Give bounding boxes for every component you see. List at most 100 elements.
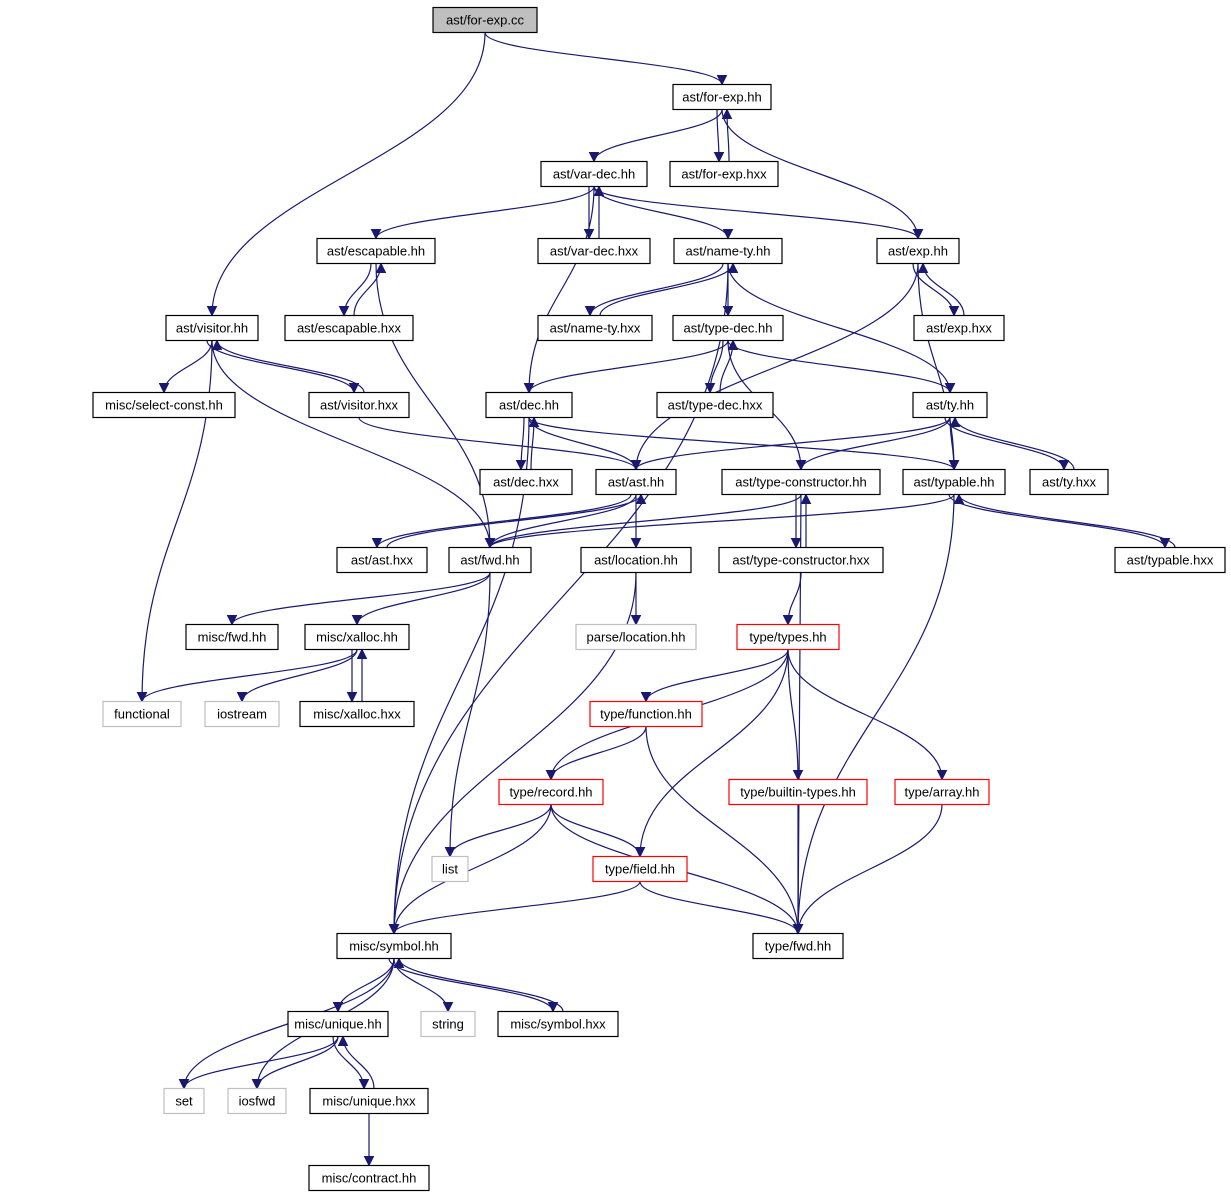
node-box bbox=[728, 778, 868, 806]
node-box bbox=[432, 6, 538, 34]
node-ast-exp-hh[interactable]: ast/exp.hh bbox=[876, 237, 960, 265]
node-misc-xalloc-hxx[interactable]: misc/xalloc.hxx bbox=[299, 700, 415, 728]
node-ast-visitor-hh[interactable]: ast/visitor.hh bbox=[165, 314, 259, 342]
node-ast-type-dec-hh[interactable]: ast/type-dec.hh bbox=[672, 314, 784, 342]
edge-ast-for-exp-cc-to-ast-visitor-hh bbox=[211, 32, 486, 316]
node-ast-ast-hh[interactable]: ast/ast.hh bbox=[595, 468, 677, 496]
node-ast-name-ty-hh[interactable]: ast/name-ty.hh bbox=[673, 237, 783, 265]
nodes-layer: ast/for-exp.cc ast/for-exp.hh ast/var-dec.… bbox=[92, 6, 1226, 1192]
node-box bbox=[185, 623, 279, 651]
node-ast-var-dec-hxx[interactable]: ast/var-dec.hxx bbox=[537, 237, 651, 265]
edge-misc-xalloc-hh-to-iostream bbox=[241, 649, 358, 702]
node-type-record-hh[interactable]: type/record.hh bbox=[498, 778, 604, 806]
node-label: misc/unique.hh bbox=[294, 1017, 381, 1032]
edge-ast-typable-hh-to-ast-fwd-hh bbox=[489, 493, 955, 549]
node-ast-escapable-hh[interactable]: ast/escapable.hh bbox=[316, 237, 436, 265]
node-ast-visitor-hxx[interactable]: ast/visitor.hxx bbox=[308, 391, 410, 419]
node-iosfwd[interactable]: iosfwd bbox=[227, 1087, 287, 1115]
node-label: misc/select-const.hh bbox=[105, 398, 223, 413]
edge-arrowhead bbox=[388, 924, 400, 935]
node-label: ast/ty.hxx bbox=[1042, 475, 1096, 490]
edge-ast-var-dec-hh-to-ast-dec-hh bbox=[528, 186, 595, 393]
node-type-function-hh[interactable]: type/function.hh bbox=[589, 700, 703, 728]
node-functional[interactable]: functional bbox=[102, 700, 182, 728]
edge-ast-escapable-hh-to-ast-fwd-hh bbox=[375, 263, 491, 548]
node-label: type/function.hh bbox=[600, 707, 692, 722]
node-type-field-hh[interactable]: type/field.hh bbox=[592, 855, 688, 883]
edge-arrowhead bbox=[348, 383, 360, 394]
node-label: type/types.hh bbox=[749, 630, 826, 645]
node-box bbox=[669, 160, 779, 188]
node-string[interactable]: string bbox=[420, 1010, 476, 1038]
node-ast-for-exp-hh[interactable]: ast/for-exp.hh bbox=[672, 83, 772, 111]
node-ast-exp-hxx[interactable]: ast/exp.hxx bbox=[913, 314, 1005, 342]
node-box bbox=[913, 314, 1005, 342]
node-type-types-hh[interactable]: type/types.hh bbox=[736, 623, 840, 651]
node-ast-ast-hxx[interactable]: ast/ast.hxx bbox=[336, 546, 428, 574]
node-box bbox=[1029, 468, 1109, 496]
node-ast-typable-hxx[interactable]: ast/typable.hxx bbox=[1114, 546, 1226, 574]
edge-arrowhead bbox=[953, 493, 965, 504]
node-ast-dec-hh[interactable]: ast/dec.hh bbox=[485, 391, 573, 419]
node-type-array-hh[interactable]: type/array.hh bbox=[894, 778, 990, 806]
node-label: ast/ast.hh bbox=[608, 475, 664, 490]
edge-arrowhead bbox=[528, 416, 540, 427]
edge-type-function-hh-to-type-record-hh bbox=[550, 726, 647, 780]
node-label: ast/ty.hh bbox=[926, 398, 974, 413]
node-ast-dec-hxx[interactable]: ast/dec.hxx bbox=[479, 468, 573, 496]
node-misc-unique-hh[interactable]: misc/unique.hh bbox=[287, 1010, 389, 1038]
node-ast-type-constructor-hh[interactable]: ast/type-constructor.hh bbox=[721, 468, 881, 496]
node-label: misc/xalloc.hh bbox=[316, 630, 398, 645]
node-misc-symbol-hh[interactable]: misc/symbol.hh bbox=[336, 932, 452, 960]
node-ast-for-exp-cc[interactable]: ast/for-exp.cc bbox=[432, 6, 538, 34]
node-type-builtin-types-hh[interactable]: type/builtin-types.hh bbox=[728, 778, 868, 806]
edge-arrowhead bbox=[523, 383, 535, 394]
node-misc-select-const-hh[interactable]: misc/select-const.hh bbox=[92, 391, 236, 419]
edge-misc-symbol-hh-to-misc-symbol-hxx bbox=[388, 958, 554, 1012]
node-ast-typable-hh[interactable]: ast/typable.hh bbox=[902, 468, 1006, 496]
node-box bbox=[308, 391, 410, 419]
edge-arrowhead bbox=[484, 538, 496, 549]
edge-ast-var-dec-hh-to-ast-name-ty-hh bbox=[593, 186, 729, 239]
node-ast-location-hh[interactable]: ast/location.hh bbox=[580, 546, 692, 574]
node-list[interactable]: list bbox=[431, 855, 469, 883]
node-ast-type-dec-hxx[interactable]: ast/type-dec.hxx bbox=[656, 391, 774, 419]
edge-arrowhead bbox=[351, 615, 363, 626]
node-label: misc/xalloc.hxx bbox=[313, 707, 401, 722]
node-label: misc/contract.hh bbox=[322, 1171, 417, 1186]
node-box bbox=[498, 778, 604, 806]
node-set[interactable]: set bbox=[163, 1087, 205, 1115]
edges-layer bbox=[136, 32, 1176, 1167]
edge-arrowhead bbox=[727, 262, 739, 273]
node-ast-type-constructor-hxx[interactable]: ast/type-constructor.hxx bbox=[718, 546, 884, 574]
node-ast-var-dec-hh[interactable]: ast/var-dec.hh bbox=[540, 160, 648, 188]
node-label: ast/var-dec.hxx bbox=[550, 244, 639, 259]
node-ast-ty-hh[interactable]: ast/ty.hh bbox=[912, 391, 988, 419]
node-label: ast/exp.hxx bbox=[926, 321, 992, 336]
node-misc-contract-hh[interactable]: misc/contract.hh bbox=[308, 1164, 430, 1192]
node-iostream[interactable]: iostream bbox=[204, 700, 280, 728]
node-ast-escapable-hxx[interactable]: ast/escapable.hxx bbox=[284, 314, 414, 342]
edge-type-record-hh-to-type-field-hh bbox=[550, 804, 641, 857]
node-ast-for-exp-hxx[interactable]: ast/for-exp.hxx bbox=[669, 160, 779, 188]
node-parse-location-hh[interactable]: parse/location.hh bbox=[575, 623, 697, 651]
edge-arrowhead bbox=[545, 770, 557, 781]
edge-ast-name-ty-hh-to-ast-name-ty-hxx bbox=[589, 263, 724, 316]
node-label: ast/type-constructor.hh bbox=[735, 475, 867, 490]
node-ast-name-ty-hxx[interactable]: ast/name-ty.hxx bbox=[537, 314, 653, 342]
node-misc-fwd-hh[interactable]: misc/fwd.hh bbox=[185, 623, 279, 651]
node-ast-ty-hxx[interactable]: ast/ty.hxx bbox=[1029, 468, 1109, 496]
node-misc-unique-hxx[interactable]: misc/unique.hxx bbox=[309, 1087, 429, 1115]
node-type-fwd-hh[interactable]: type/fwd.hh bbox=[752, 932, 844, 960]
node-misc-xalloc-hh[interactable]: misc/xalloc.hh bbox=[304, 623, 410, 651]
edge-ast-exp-hh-to-ast-ast-hh bbox=[635, 263, 919, 470]
node-ast-fwd-hh[interactable]: ast/fwd.hh bbox=[448, 546, 532, 574]
edge-ast-ty-hh-to-ast-ty-hxx bbox=[944, 417, 1065, 470]
node-box bbox=[92, 391, 236, 419]
edge-misc-unique-hh-to-set bbox=[183, 1036, 339, 1089]
edge-arrowhead bbox=[1159, 538, 1171, 549]
node-misc-symbol-hxx[interactable]: misc/symbol.hxx bbox=[497, 1010, 619, 1038]
node-label: ast/for-exp.hh bbox=[682, 90, 762, 105]
node-label: ast/var-dec.hh bbox=[553, 167, 635, 182]
node-box bbox=[304, 623, 410, 651]
